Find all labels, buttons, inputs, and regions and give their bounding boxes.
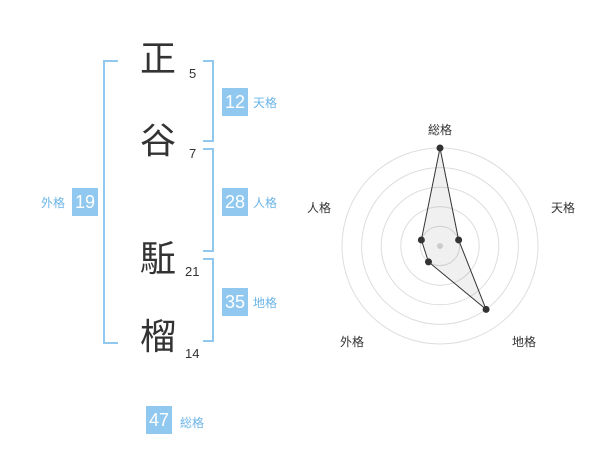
- name-char-1: 正: [140, 39, 177, 80]
- chikaku-value: 35: [222, 288, 248, 316]
- radar-ring: [380, 186, 500, 306]
- tenkaku-bracket: [203, 60, 214, 142]
- radar-ring: [419, 225, 461, 267]
- radar-label-chikaku: 地格: [512, 334, 536, 349]
- radar-center-dot: [437, 243, 443, 249]
- radar-ring: [400, 206, 480, 286]
- name-char-2: 谷: [140, 121, 177, 162]
- tenkaku-label: 天格: [253, 96, 278, 110]
- gaikaku-label: 外格: [41, 196, 66, 210]
- radar-point: [455, 236, 463, 244]
- radar-point: [417, 236, 425, 244]
- stroke-count-3: 21: [185, 264, 200, 279]
- stroke-count-2: 7: [189, 146, 197, 161]
- radar-label-soukaku: 総格: [428, 122, 452, 137]
- soukaku-label: 総格: [180, 416, 205, 430]
- gaikaku-value: 19: [72, 188, 98, 216]
- name-char-3: 駈: [140, 239, 177, 280]
- gaikaku-bracket: [103, 60, 118, 344]
- radar-grid: [341, 147, 539, 345]
- radar-ring: [361, 167, 519, 325]
- tenkaku-value: 12: [222, 88, 248, 116]
- chikaku-label: 地格: [253, 296, 278, 310]
- radar-point: [424, 258, 432, 266]
- radar-label-gaikaku: 外格: [340, 334, 364, 349]
- jinkaku-value: 28: [222, 188, 248, 216]
- jinkaku-label: 人格: [253, 196, 278, 210]
- radar-area: [420, 147, 487, 310]
- soukaku-value: 47: [146, 406, 172, 434]
- radar-point: [482, 305, 490, 313]
- jinkaku-bracket: [203, 148, 214, 252]
- radar-points: [417, 144, 490, 313]
- stroke-count-1: 5: [189, 66, 197, 81]
- radar-label-jinkaku: 人格: [307, 200, 331, 215]
- name-char-4: 榴: [140, 317, 177, 358]
- stroke-count-4: 14: [185, 346, 200, 361]
- radar-point: [436, 144, 444, 152]
- radar-label-tenkaku: 天格: [551, 200, 575, 215]
- chikaku-bracket: [203, 258, 214, 342]
